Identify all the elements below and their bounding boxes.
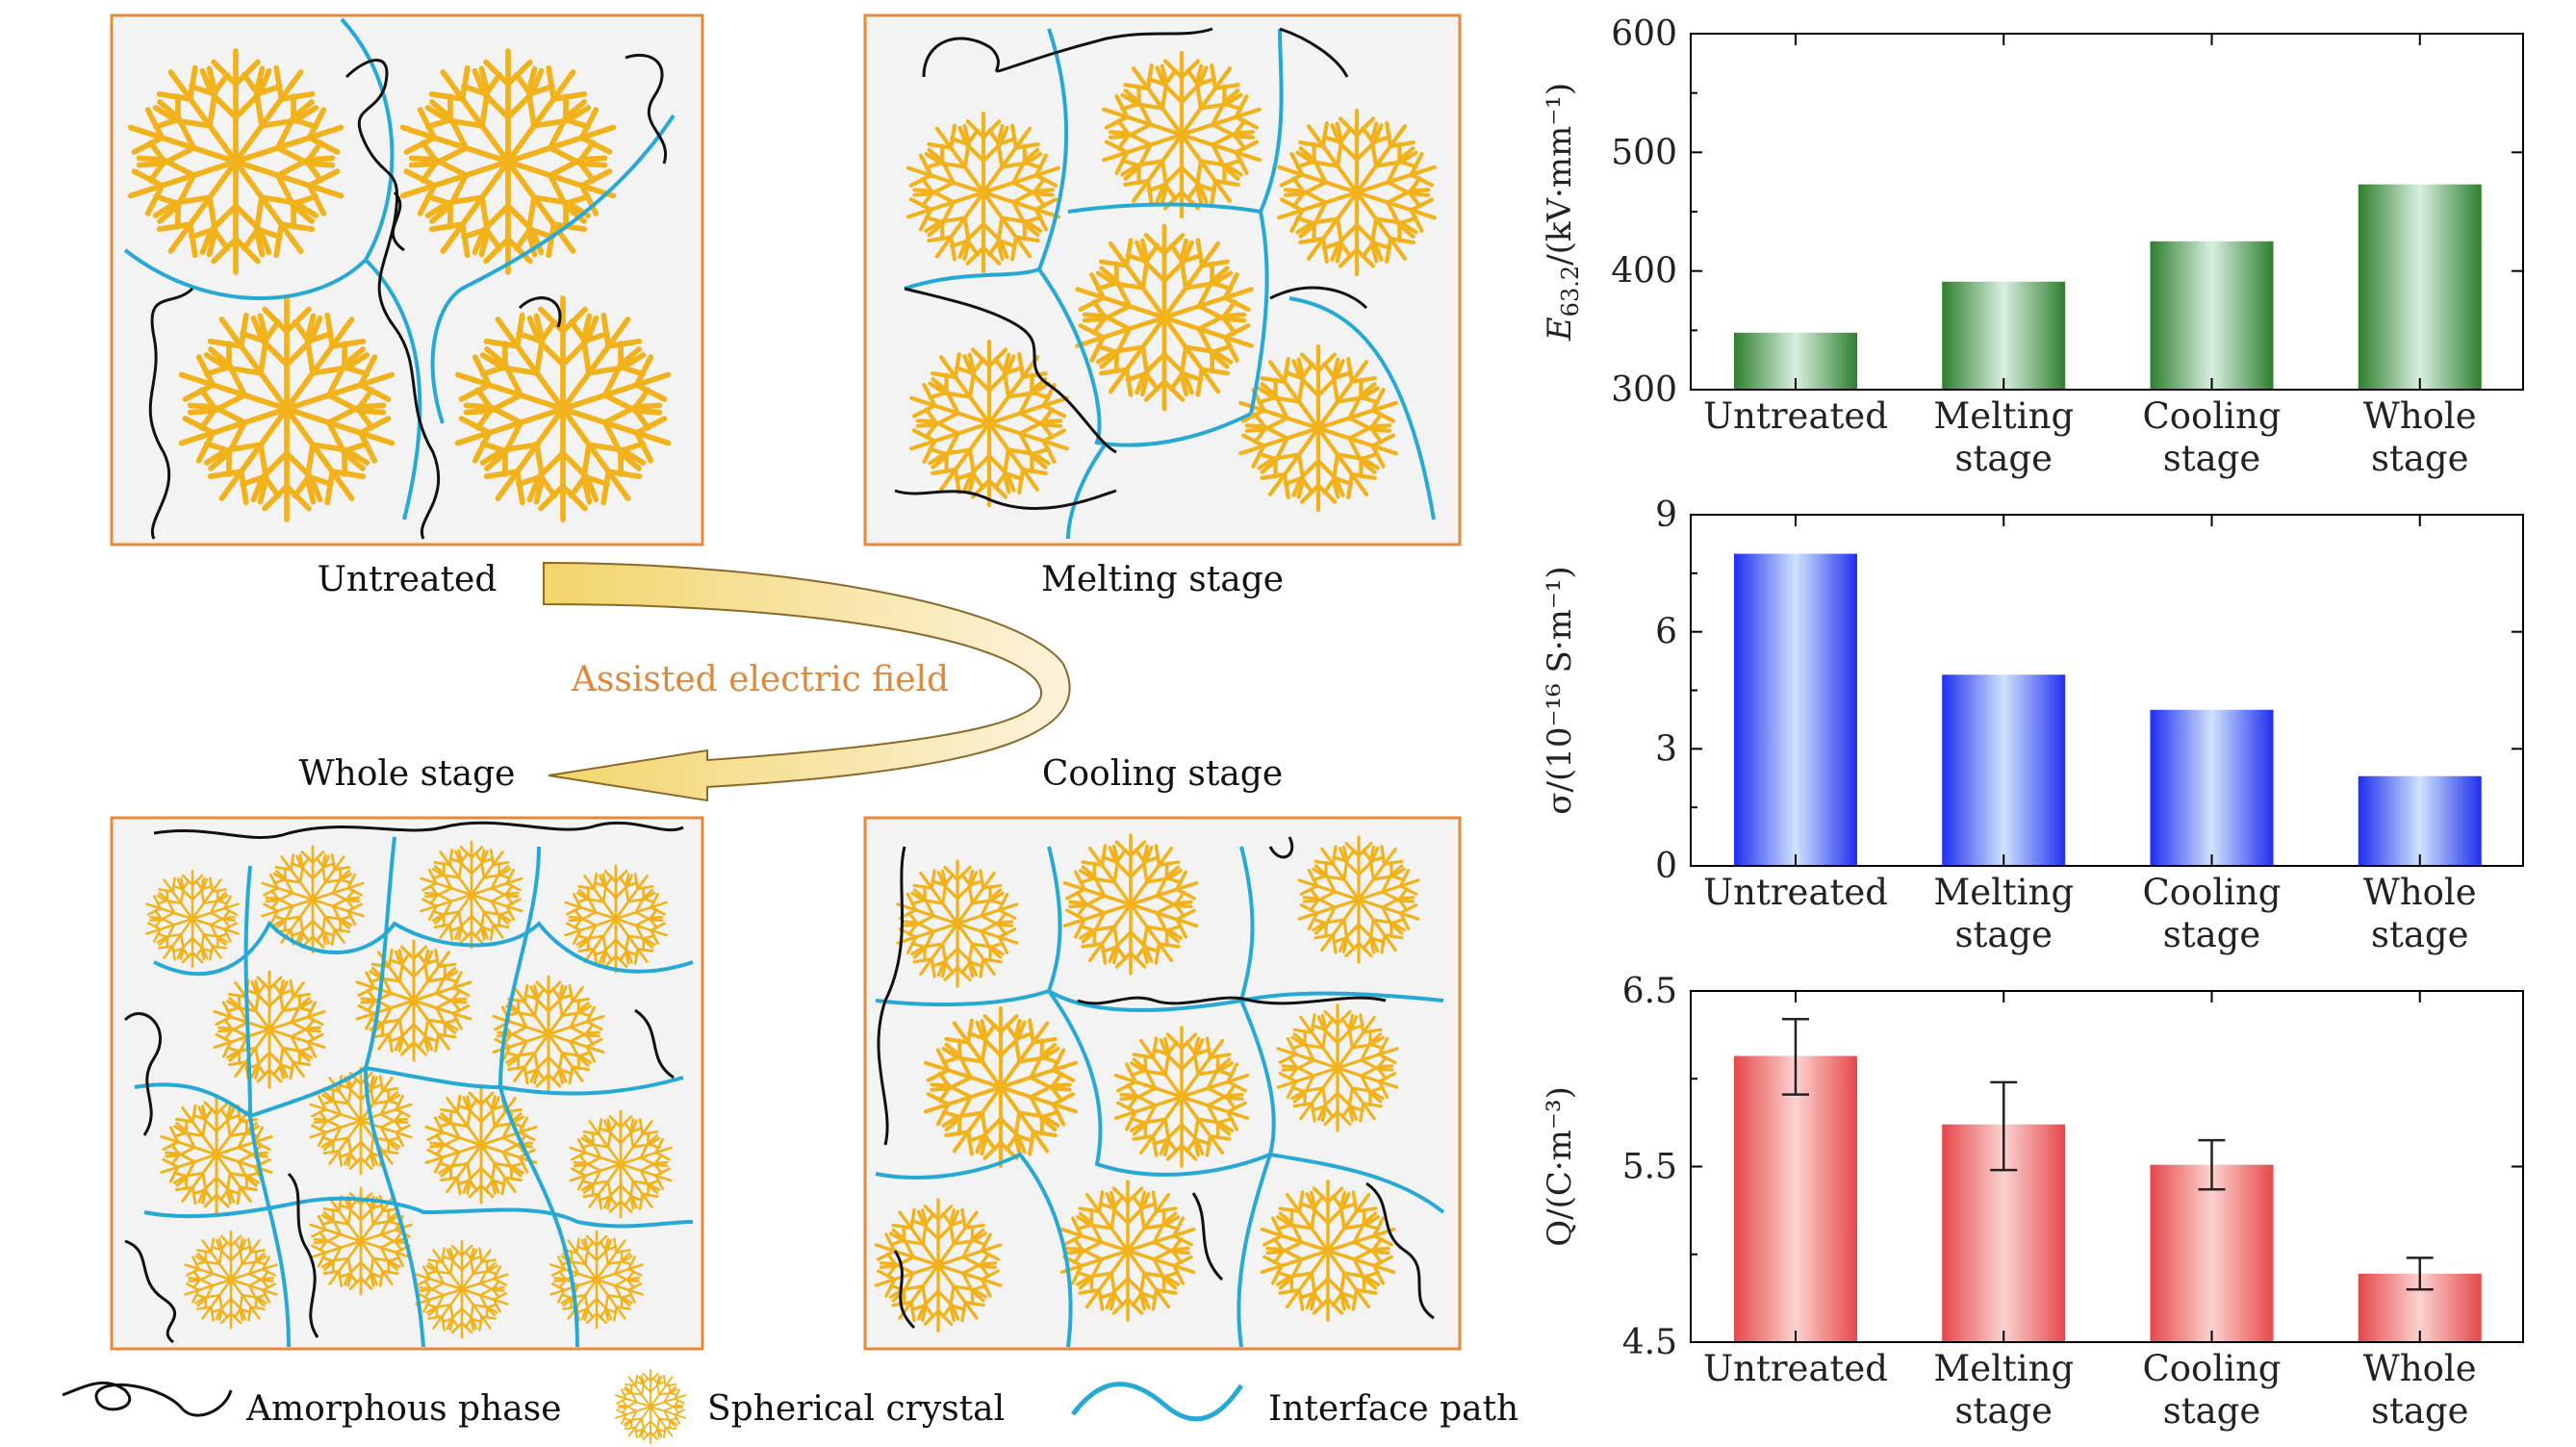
bar-breakdown-1 [1942, 281, 2066, 390]
interface-swatch-icon [1071, 1382, 1244, 1422]
ylabel-conductivity: σ/(10⁻¹⁶ S·m⁻¹) [1541, 566, 1579, 814]
panel-melting: Melting stage [863, 13, 1462, 599]
amorphous-chains [148, 53, 668, 540]
panel-label-whole: Whole stage [299, 754, 516, 794]
error-bar-charge-3 [2406, 1257, 2434, 1291]
panel-whole: Whole stage [110, 754, 704, 1351]
panel-label-melting: Melting stage [1041, 560, 1284, 599]
xtick-label: Untreated [1703, 1348, 1888, 1389]
arrow-shape [543, 561, 1071, 802]
interface-paths [134, 836, 694, 1348]
legend-item-interface: Interface path [1071, 1382, 1518, 1429]
legend-label-crystal: Spherical crystal [707, 1389, 1005, 1429]
legend-label-amorphous: Amorphous phase [245, 1389, 562, 1429]
ytick-label: 4.5 [1622, 1323, 1677, 1362]
xtick-label: Untreated [1703, 395, 1888, 437]
error-bar-charge-2 [2198, 1138, 2226, 1191]
interface-paths [875, 846, 1445, 1348]
ytick-label: 6 [1655, 613, 1677, 652]
interface-paths [904, 28, 1436, 540]
panel-untreated: Untreated [110, 13, 704, 599]
panel-frame [110, 816, 704, 1351]
bar-conductivity-1 [1942, 674, 2066, 866]
process-arrow: Assisted electric field [543, 561, 1071, 802]
ytick-label: 500 [1611, 133, 1677, 172]
xtick-label: Untreated [1703, 872, 1888, 913]
ytick-label: 600 [1611, 14, 1677, 54]
panel-cooling: Cooling stage [863, 754, 1462, 1351]
legend-item-crystal: Spherical crystal [611, 1368, 1005, 1444]
bar-charge-2 [2150, 1164, 2274, 1342]
amorphous-chains [123, 821, 684, 1344]
bar-conductivity-0 [1733, 553, 1857, 866]
arrow-label: Assisted electric field [571, 660, 949, 699]
legend-label-interface: Interface path [1268, 1389, 1518, 1429]
ylabel-breakdown: E63.2/(kV·mm⁻¹) [1541, 83, 1584, 342]
ytick-label: 5.5 [1622, 1148, 1677, 1187]
amorphous-swatch-icon [62, 1381, 233, 1417]
ytick-label: 3 [1655, 729, 1677, 769]
panel-frame [110, 13, 704, 546]
bar-conductivity-2 [2150, 709, 2274, 866]
interface-paths [123, 17, 676, 520]
ytick-label: 300 [1611, 370, 1677, 410]
legend-item-amorphous: Amorphous phase [62, 1381, 562, 1429]
error-bar-charge-0 [1781, 1017, 1809, 1096]
bar-charge-0 [1733, 1055, 1857, 1342]
panel-label-untreated: Untreated [318, 560, 497, 599]
ylabel-charge: Q/(C·m⁻³) [1541, 1086, 1579, 1247]
ytick-label: 0 [1655, 847, 1677, 886]
bar-breakdown-3 [2358, 184, 2482, 390]
panel-label-cooling: Cooling stage [1042, 754, 1283, 794]
ytick-label: 6.5 [1622, 972, 1677, 1011]
ytick-label: 9 [1655, 495, 1677, 535]
legend: Amorphous phase Spherical crystal Interf… [62, 1368, 1518, 1444]
bar-conductivity-3 [2358, 775, 2482, 866]
bar-breakdown-2 [2150, 241, 2274, 390]
amorphous-chains [877, 836, 1435, 1330]
crystal-swatch-icon [611, 1368, 690, 1444]
amorphous-chains [894, 27, 1368, 511]
error-bar-charge-1 [1990, 1080, 2018, 1172]
ytick-label: 400 [1611, 252, 1677, 292]
